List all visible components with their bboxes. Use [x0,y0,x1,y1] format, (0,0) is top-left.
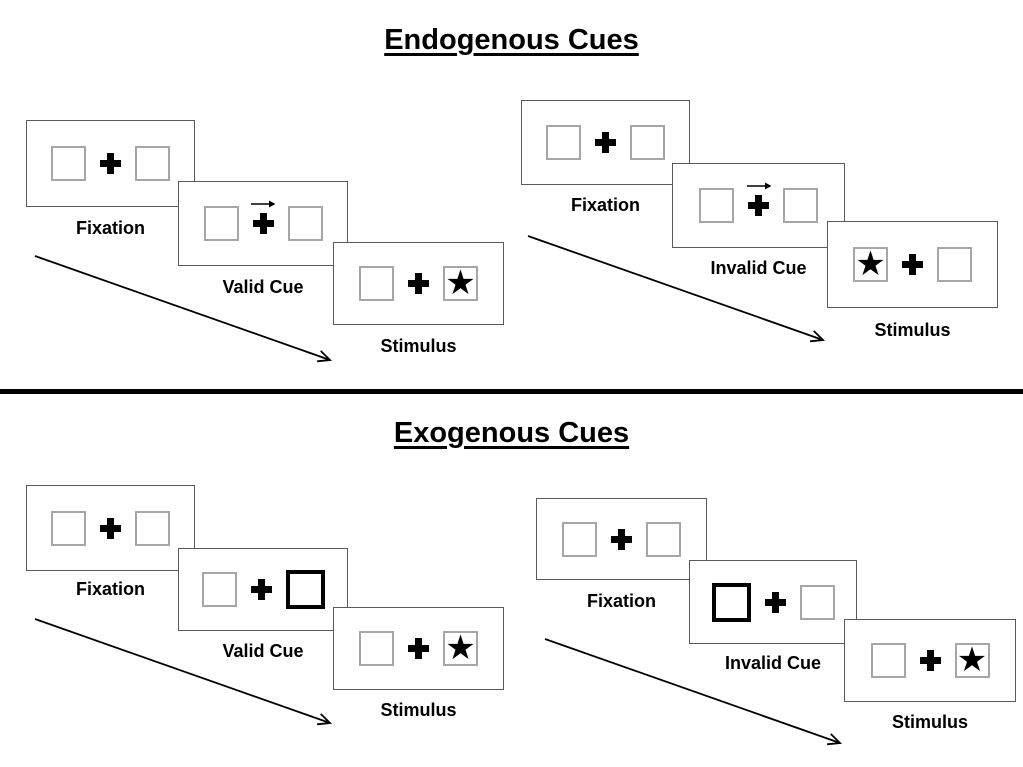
exo-invalid-fixation-frame [536,498,707,580]
exo-valid-cue-frame [178,548,348,631]
star-box: ★ [443,631,478,666]
time-sequence-arrow [527,235,826,343]
frame-label-valid-cue: Valid Cue [222,641,304,661]
left-box [203,206,239,241]
left-box [870,643,906,678]
fixation-cross-icon [595,132,616,153]
time-sequence-arrow [34,618,333,726]
frame-label-valid-cue: Valid Cue [222,277,304,297]
fixation-cross-icon [100,517,121,539]
left-box [201,572,237,607]
time-sequence-arrow [544,638,843,746]
right-box [799,584,835,620]
fixation-cross-icon [764,591,786,613]
star-box: ★ [853,247,888,282]
fixation-cross-icon [919,650,941,671]
frame-label-stimulus: Stimulus [380,700,457,720]
time-sequence-arrow [34,255,333,363]
exo-valid-fixation-frame [26,485,195,571]
star-icon: ★ [445,628,476,667]
frame-label-invalid-cue: Invalid Cue [724,653,822,673]
star-icon: ★ [855,244,886,283]
left-box [51,146,86,181]
highlighted-cue-box [711,582,751,622]
fixation-cross-icon [100,153,121,174]
left-box [546,125,581,160]
frame-label-stimulus: Stimulus [891,712,968,732]
endo-invalid-stimulus-frame: ★ [827,221,998,308]
fixation-cross-icon [251,200,276,234]
star-box: ★ [443,266,478,301]
endo-invalid-cue-frame [672,163,845,248]
star-icon: ★ [445,263,476,302]
highlighted-cue-box [285,570,325,609]
frame-label-stimulus: Stimulus [380,336,457,356]
exogenous-section-title: Exogenous Cues [393,417,630,449]
exo-invalid-cue-frame [689,560,857,644]
right-box [135,510,170,546]
exo-invalid-stimulus-frame: ★ [844,619,1016,702]
fixation-cross-icon [250,579,272,600]
star-box: ★ [954,640,990,679]
right-box [135,146,170,181]
left-box [51,510,86,546]
left-box [359,266,394,301]
fixation-cross-icon [611,528,632,550]
left-box [699,188,734,223]
endo-valid-cue-frame [178,181,348,266]
frame-label-fixation: Fixation [570,195,640,215]
fixation-cross-icon [902,254,923,275]
right-box [783,188,818,223]
fixation-cross-icon [746,182,771,216]
endo-valid-fixation-frame [26,120,195,207]
frame-label-fixation: Fixation [586,591,656,611]
frame-label-invalid-cue: Invalid Cue [710,258,807,278]
right-box [646,521,681,557]
endo-invalid-fixation-frame [521,100,690,185]
fixation-cross-icon [408,638,429,659]
left-box [359,631,394,666]
frame-label-fixation: Fixation [75,579,145,599]
right-arrow-icon [251,200,276,208]
frame-label-stimulus: Stimulus [874,320,951,340]
right-box [630,125,665,160]
star-icon: ★ [956,640,988,679]
fixation-cross-icon [408,273,429,294]
endogenous-section-title: Endogenous Cues [384,24,639,56]
left-box [562,521,597,557]
right-box [937,247,972,282]
right-box [287,206,323,241]
right-arrow-icon [746,182,771,190]
exo-valid-stimulus-frame: ★ [333,607,504,690]
frame-label-fixation: Fixation [75,218,145,238]
endo-valid-stimulus-frame: ★ [333,242,504,325]
section-divider [0,389,1023,394]
